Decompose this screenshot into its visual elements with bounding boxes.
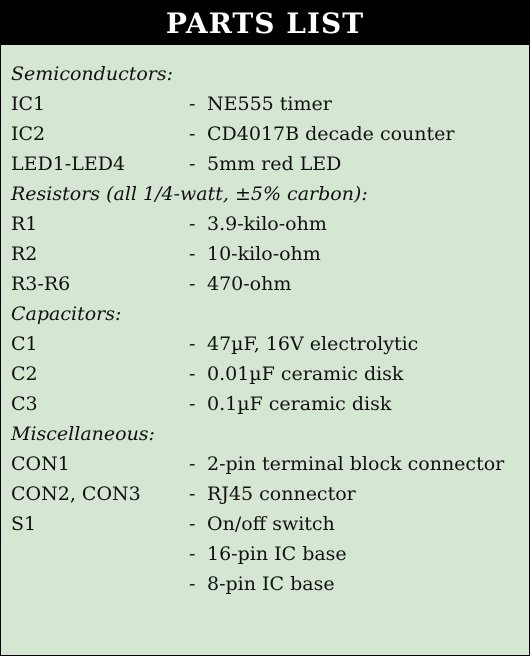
part-description: On/off switch bbox=[207, 513, 335, 535]
part-reference: R1 bbox=[11, 213, 38, 235]
part-description: 10-kilo-ohm bbox=[207, 243, 321, 265]
parts-list-row: C1 -47µF, 16V electrolytic bbox=[11, 329, 529, 359]
part-description: 16-pin IC base bbox=[207, 543, 347, 565]
part-reference: R2 bbox=[11, 243, 38, 265]
part-description: 8-pin IC base bbox=[207, 573, 335, 595]
separator-dash: - bbox=[189, 573, 196, 595]
parts-list-row: IC1 -NE555 timer bbox=[11, 89, 529, 119]
section-heading: Miscellaneous: bbox=[11, 423, 155, 445]
separator-dash: - bbox=[189, 243, 196, 265]
part-reference: R3-R6 bbox=[11, 273, 71, 295]
separator-dash: - bbox=[189, 333, 196, 355]
part-reference: IC1 bbox=[11, 93, 46, 115]
part-description: 47µF, 16V electrolytic bbox=[207, 333, 419, 355]
title-bar: PARTS LIST bbox=[1, 1, 529, 45]
separator-dash: - bbox=[189, 513, 196, 535]
parts-list-row: S1 -On/off switch bbox=[11, 509, 529, 539]
parts-list-row: LED1-LED4 -5mm red LED bbox=[11, 149, 529, 179]
part-description: NE555 timer bbox=[207, 93, 332, 115]
separator-dash: - bbox=[189, 123, 196, 145]
separator-dash: - bbox=[189, 153, 196, 175]
part-description: CD4017B decade counter bbox=[207, 123, 455, 145]
section-heading: Resistors (all 1/4-watt, ±5% carbon): bbox=[11, 183, 368, 205]
part-reference: LED1-LED4 bbox=[11, 153, 126, 175]
parts-list-title: PARTS LIST bbox=[165, 6, 365, 40]
part-reference: CON1 bbox=[11, 453, 70, 475]
separator-dash: - bbox=[189, 93, 196, 115]
parts-list-row: R3-R6 -470-ohm bbox=[11, 269, 529, 299]
part-description: 5mm red LED bbox=[207, 153, 342, 175]
parts-list-row: -8-pin IC base bbox=[11, 569, 529, 599]
part-reference: C2 bbox=[11, 363, 38, 385]
separator-dash: - bbox=[189, 453, 196, 475]
separator-dash: - bbox=[189, 363, 196, 385]
part-reference: IC2 bbox=[11, 123, 46, 145]
section-heading: Capacitors: bbox=[11, 303, 122, 325]
part-reference: C3 bbox=[11, 393, 38, 415]
separator-dash: - bbox=[189, 273, 196, 295]
part-description: RJ45 connector bbox=[207, 483, 356, 505]
parts-list-row: CON2, CON3 -RJ45 connector bbox=[11, 479, 529, 509]
parts-list-row: -16-pin IC base bbox=[11, 539, 529, 569]
part-reference: C1 bbox=[11, 333, 38, 355]
parts-list-row: R1 -3.9-kilo-ohm bbox=[11, 209, 529, 239]
parts-list-row: C2 -0.01µF ceramic disk bbox=[11, 359, 529, 389]
part-description: 2-pin terminal block connector bbox=[207, 453, 505, 475]
separator-dash: - bbox=[189, 483, 196, 505]
parts-list-row: IC2 -CD4017B decade counter bbox=[11, 119, 529, 149]
parts-list-row: CON1 -2-pin terminal block connector bbox=[11, 449, 529, 479]
part-reference: S1 bbox=[11, 513, 37, 535]
part-description: 470-ohm bbox=[207, 273, 292, 295]
part-description: 3.9-kilo-ohm bbox=[207, 213, 327, 235]
parts-list-row: C3 -0.1µF ceramic disk bbox=[11, 389, 529, 419]
part-description: 0.01µF ceramic disk bbox=[207, 363, 404, 385]
part-reference: CON2, CON3 bbox=[11, 483, 141, 505]
separator-dash: - bbox=[189, 213, 196, 235]
separator-dash: - bbox=[189, 543, 196, 565]
separator-dash: - bbox=[189, 393, 196, 415]
parts-list-row: R2 -10-kilo-ohm bbox=[11, 239, 529, 269]
part-reference bbox=[11, 569, 189, 599]
part-reference bbox=[11, 539, 189, 569]
part-description: 0.1µF ceramic disk bbox=[207, 393, 392, 415]
section-heading: Semiconductors: bbox=[11, 63, 174, 85]
